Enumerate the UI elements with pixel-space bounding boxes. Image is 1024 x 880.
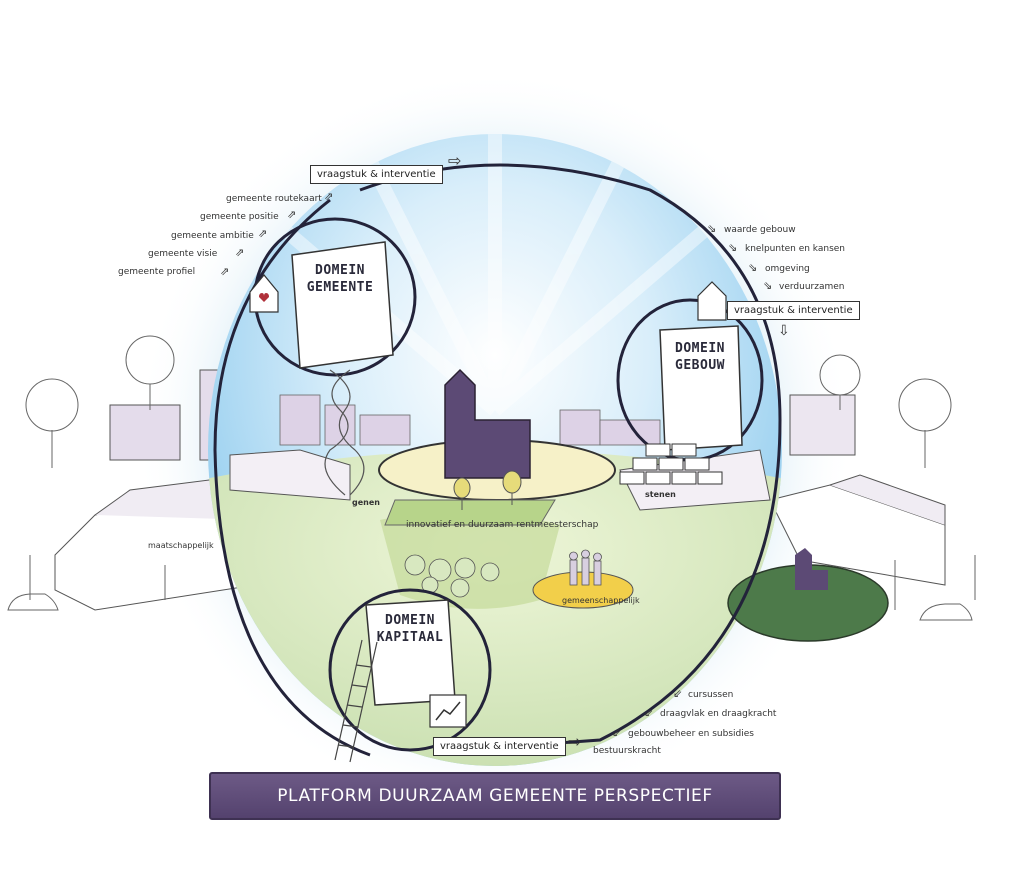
growth-chart-icon xyxy=(429,694,467,728)
arrow-down-icon: ⇩ xyxy=(778,323,790,339)
step-arrow-icon: ⇗ xyxy=(287,208,297,221)
platform-banner: PLATFORM DUURZAAM GEMEENTE PERSPECTIEF xyxy=(209,772,781,820)
domain-gebouw-line2: GEBOUW xyxy=(675,358,725,373)
heart-house-icon xyxy=(249,274,279,313)
step-arrow-icon: ⇘ xyxy=(707,222,717,235)
center-label: innovatief en duurzaam rentmeesterschap xyxy=(406,520,599,530)
platform-banner-title: PLATFORM DUURZAAM GEMEENTE PERSPECTIEF xyxy=(277,786,713,806)
house-icon xyxy=(697,281,727,321)
domain-kapitaal-line2: KAPITAAL xyxy=(376,630,444,645)
domain-gebouw-title: DOMEIN GEBOUW xyxy=(664,340,736,374)
kapitaal-step: bestuurskracht xyxy=(593,746,661,756)
gebouw-step: waarde gebouw xyxy=(724,225,796,235)
step-arrow-icon: ⇙ xyxy=(612,726,622,739)
intervention-box-bottom: vraagstuk & interventie xyxy=(433,737,566,756)
maatschappelijk-label: maatschappelijk xyxy=(148,541,214,550)
ladder xyxy=(334,639,378,763)
domain-gebouw-line1: DOMEIN xyxy=(675,341,725,356)
gebouw-step: knelpunten en kansen xyxy=(745,244,846,254)
gemeente-board xyxy=(291,241,394,369)
town-right xyxy=(769,394,946,586)
domain-kapitaal-title: DOMEIN KAPITAAL xyxy=(370,612,450,646)
intervention-box-top: vraagstuk & interventie xyxy=(310,165,443,184)
stenen-label: stenen xyxy=(645,490,676,499)
step-arrow-icon: ⇙ xyxy=(673,687,683,700)
trees-outside xyxy=(25,335,952,468)
step-arrow-icon: ⇘ xyxy=(748,261,758,274)
green-platform xyxy=(384,499,556,526)
domain-gemeente-title: DOMEIN GEMEENTE xyxy=(300,262,380,296)
gebouw-board xyxy=(659,325,743,451)
step-arrow-icon: ⇘ xyxy=(728,241,738,254)
intervention-box-right: vraagstuk & interventie xyxy=(727,301,860,320)
dna-helix xyxy=(324,369,365,496)
bricks xyxy=(619,443,723,485)
row-houses-left xyxy=(229,449,351,501)
lamp-posts xyxy=(29,555,976,610)
center-trees xyxy=(453,470,522,510)
step-arrow-icon: ⇗ xyxy=(258,227,268,240)
gebouw-step: verduurzamen xyxy=(779,282,845,292)
outer-loop xyxy=(213,163,782,757)
gemeente-step: gemeente ambitie xyxy=(171,231,254,241)
gebouw-step: omgeving xyxy=(765,264,810,274)
cars xyxy=(7,593,973,621)
gemeente-step: gemeente routekaart xyxy=(226,194,322,204)
kapitaal-step: gebouwbeheer en subsidies xyxy=(628,729,754,739)
step-arrow-icon: ⇙ xyxy=(644,706,654,719)
people-group xyxy=(569,549,602,586)
domain-gemeente-line2: GEMEENTE xyxy=(306,280,374,295)
step-arrow-icon: ⇗ xyxy=(324,190,334,203)
domain-gemeente-line1: DOMEIN xyxy=(315,263,365,278)
step-arrow-icon: ⇗ xyxy=(235,246,245,259)
arrow-right-icon: ⇨ xyxy=(448,151,462,170)
domain-kapitaal-line1: DOMEIN xyxy=(385,613,435,628)
domain-kapitaal-cycle xyxy=(328,588,492,752)
inner-skyline xyxy=(279,394,661,446)
gemeente-step: gemeente visie xyxy=(148,249,218,259)
kapitaal-step: draagvlak en draagkracht xyxy=(660,709,777,719)
kapitaal-step: cursussen xyxy=(688,690,734,700)
gemeente-step: gemeente profiel xyxy=(118,267,196,277)
step-arrow-icon: ⇘ xyxy=(763,279,773,292)
table-church xyxy=(795,548,828,590)
central-church xyxy=(444,368,531,479)
genen-label: genen xyxy=(352,498,380,507)
step-arrow-icon: ⇗ xyxy=(220,265,230,278)
arrow-right-icon: ⇨ xyxy=(568,732,582,751)
bushes xyxy=(404,554,500,598)
ground xyxy=(208,450,782,766)
gemeente-step: gemeente positie xyxy=(200,212,279,222)
gemeenschappelijk-label: gemeenschappelijk xyxy=(562,596,640,605)
